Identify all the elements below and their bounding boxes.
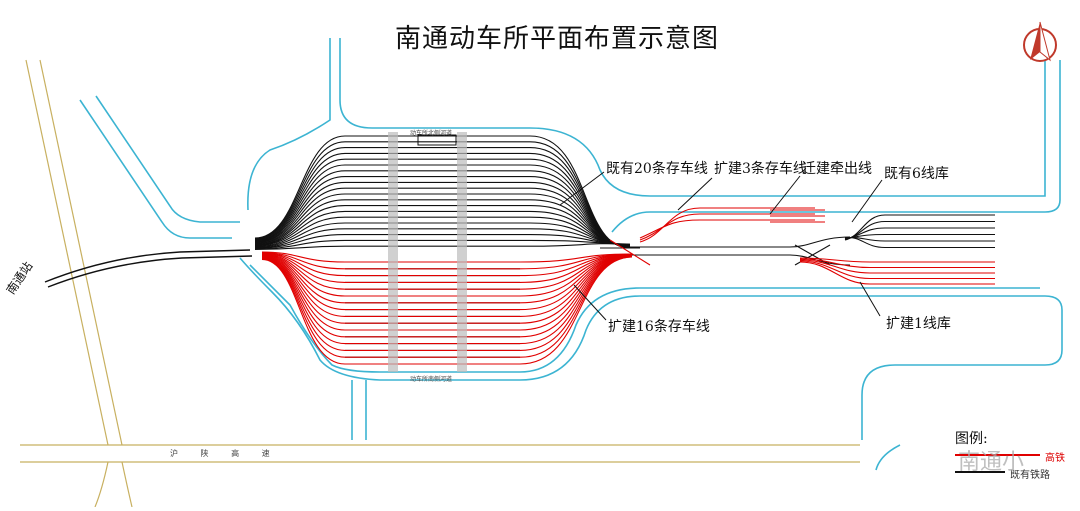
- main-line-1: [44, 249, 251, 283]
- label-expand-1: 扩建1线库: [886, 316, 951, 332]
- legend-red-label: 高铁: [1045, 453, 1065, 464]
- main-line-2: [47, 255, 253, 288]
- track-number-columns: [388, 132, 467, 372]
- label-existing-6: 既有6线库: [884, 166, 949, 182]
- expansion-depot-track: [799, 257, 995, 263]
- expansion-track: [261, 255, 633, 317]
- expansion-track: [261, 251, 633, 270]
- road-left-1: [25, 59, 109, 446]
- canal-south-outer: [239, 257, 1063, 440]
- expansion-track: [261, 256, 633, 358]
- canal-se: [875, 444, 901, 471]
- expansion-track: [261, 255, 633, 338]
- north-arrow-icon: [1023, 21, 1057, 62]
- diagram-title: 南通动车所平面布置示意图: [395, 24, 720, 54]
- number-column-1: [388, 132, 398, 372]
- legend-swatches: [955, 454, 1040, 473]
- legend-black-label: 既有铁路: [1010, 470, 1050, 481]
- existing-track: [254, 222, 631, 248]
- depot-track: [844, 233, 995, 240]
- canal-label-north: 动车所北侧河道: [410, 130, 453, 137]
- existing-track: [254, 193, 631, 247]
- expansion-3-track: [639, 219, 815, 239]
- canal-west-2: [95, 95, 240, 223]
- canal-label-south: 动车所南侧河道: [410, 376, 453, 383]
- expansion-3-track: [639, 207, 815, 243]
- expansion-tracks: [261, 207, 995, 365]
- existing-track: [254, 243, 631, 250]
- number-column-2: [457, 132, 467, 372]
- leader-expand-16: [573, 284, 607, 321]
- existing-track: [254, 234, 631, 249]
- watermark: 南通小: [958, 450, 1025, 475]
- leader-expand-1: [859, 281, 881, 317]
- legend-title: 图例:: [955, 431, 988, 447]
- main-line: [44, 249, 253, 288]
- depot-track: [844, 236, 995, 249]
- road-left-2: [39, 59, 123, 446]
- road-label-south: 沪 陕 高 速: [170, 449, 280, 458]
- expansion-track: [261, 255, 633, 324]
- canal-north-outer: [339, 38, 1046, 197]
- existing-track: [254, 210, 631, 247]
- leader-expand-3: [677, 177, 713, 211]
- road-network: [20, 59, 860, 508]
- existing-track: [254, 199, 631, 247]
- expansion-3-track: [639, 213, 815, 241]
- expansion-track: [261, 253, 633, 290]
- crossover-red: [609, 239, 651, 266]
- existing-track: [254, 187, 631, 247]
- expansion-depot-track: [799, 261, 995, 285]
- expansion-depot-track: [799, 259, 995, 274]
- expansion-track: [261, 251, 633, 263]
- through-line: [630, 236, 851, 248]
- existing-track: [254, 228, 631, 249]
- label-move-pull: 迁建牵出线: [802, 161, 872, 177]
- existing-track: [254, 181, 631, 247]
- existing-track: [254, 216, 631, 247]
- label-expand-3: 扩建3条存车线: [714, 161, 807, 177]
- road-sw-1: [94, 461, 109, 508]
- expansion-track: [261, 254, 633, 311]
- existing-track: [254, 176, 631, 248]
- label-existing-20: 既有20条存车线: [606, 161, 708, 177]
- existing-track: [254, 158, 631, 248]
- expansion-depot-track: [799, 260, 995, 280]
- existing-track: [254, 164, 631, 248]
- depot-track: [844, 227, 995, 240]
- leader-lines: [559, 171, 883, 321]
- depot-track: [844, 237, 995, 242]
- label-expand-16: 扩建16条存车线: [608, 319, 710, 335]
- canal-network: [79, 38, 1063, 471]
- existing-track: [254, 152, 631, 248]
- north-building: [417, 134, 457, 146]
- leader-existing-6: [851, 179, 883, 223]
- canal-north-inner: [247, 38, 331, 211]
- existing-track: [254, 205, 631, 247]
- expansion-track: [261, 252, 633, 283]
- existing-track: [254, 170, 631, 248]
- canal-north-edge: [611, 60, 1061, 233]
- canal-south-inner: [249, 264, 1040, 373]
- expansion-track: [261, 253, 633, 297]
- expansion-depot-track: [799, 258, 995, 269]
- expansion-track: [261, 256, 633, 351]
- expansion-track: [261, 255, 633, 345]
- canal-west: [79, 99, 232, 239]
- existing-track: [254, 239, 631, 250]
- existing-track: [254, 147, 631, 249]
- existing-track: [254, 135, 631, 249]
- leader-existing-20: [559, 171, 605, 206]
- expansion-track: [261, 252, 633, 277]
- expansion-track: [261, 255, 633, 331]
- expansion-track: [261, 256, 633, 365]
- road-sw-2: [121, 461, 133, 508]
- expansion-track: [261, 254, 633, 304]
- leader-move-pull: [769, 175, 801, 215]
